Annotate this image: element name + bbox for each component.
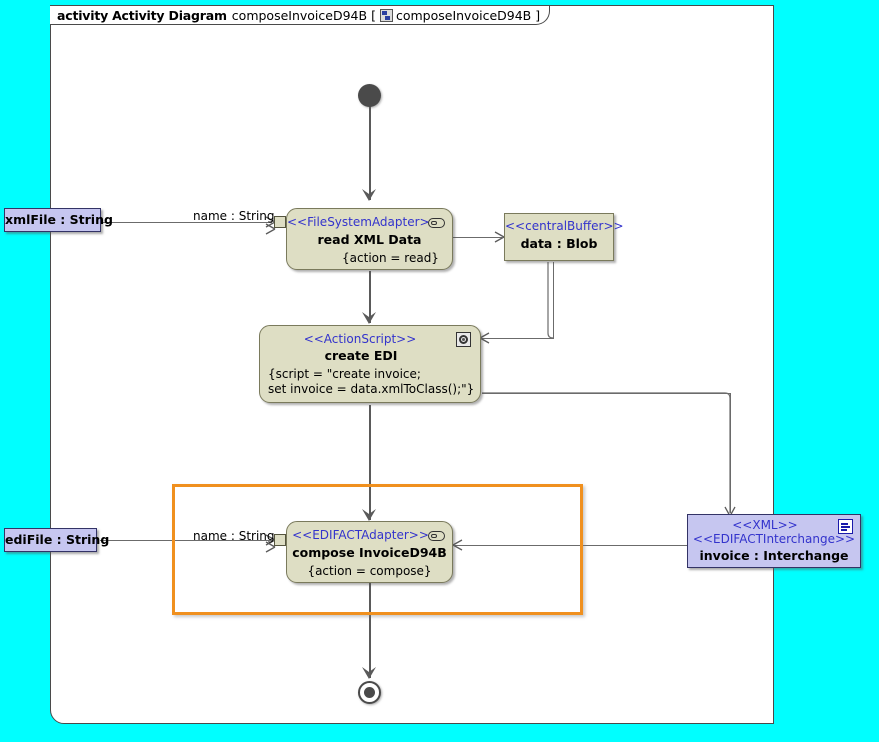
input-pin-read-xml[interactable] <box>274 216 286 228</box>
object-flow-interchange-to-compose <box>455 545 687 546</box>
object-flow-buffer-to-create <box>482 338 554 339</box>
edge-label-name-to-read: name : String <box>193 209 275 223</box>
frame-bracket-close: ] <box>535 7 541 23</box>
action-compose-stereotype: <<EDIFACTAdapter>> <box>292 528 429 542</box>
action-read-xml-stereotype: <<FileSystemAdapter>> <box>287 215 440 229</box>
input-pin-compose[interactable] <box>274 534 286 546</box>
diagram-frame-header: activity Activity Diagram composeInvoice… <box>50 5 551 25</box>
activity-parameter-edifile[interactable]: ediFile : String <box>4 528 110 552</box>
interchange-title: invoice : Interchange <box>699 548 849 563</box>
frame-inner-name: composeInvoiceD94B <box>395 7 532 23</box>
initial-node[interactable] <box>358 84 381 107</box>
activity-parameter-edifile-label: ediFile : String <box>5 532 110 547</box>
activity-diagram-icon <box>379 8 393 22</box>
pin-icon <box>428 218 445 228</box>
action-read-xml-data[interactable]: <<FileSystemAdapter>> read XML Data {act… <box>286 208 453 270</box>
central-buffer-stereotype: <<centralBuffer>> <box>505 219 624 233</box>
action-create-edi-stereotype: <<ActionScript>> <box>303 332 417 346</box>
selection-highlight[interactable] <box>172 484 583 615</box>
object-flow-read-to-buffer <box>452 237 502 238</box>
action-create-edi[interactable]: <<ActionScript>> create EDI {script = "c… <box>259 325 481 403</box>
frame-keyword: activity <box>57 7 109 23</box>
action-read-xml-title: read XML Data <box>317 232 422 247</box>
object-flow-create-right <box>482 393 731 394</box>
interchange-stereotype-edifact: <<EDIFACTInterchange>> <box>692 532 856 546</box>
action-compose-title: compose InvoiceD94B <box>292 545 447 560</box>
interchange-stereotype-xml: <<XML>> <box>732 518 798 532</box>
control-flow-create-to-compose <box>369 405 371 520</box>
action-create-edi-property-line1: {script = "create invoice; <box>268 367 421 381</box>
action-script-icon <box>456 332 471 347</box>
activity-parameter-xmlfile-label: xmlFile : String <box>5 212 113 227</box>
action-create-edi-property-line2: set invoice = data.xmlToClass();"} <box>268 382 475 396</box>
action-compose-invoice[interactable]: <<EDIFACTAdapter>> compose InvoiceD94B {… <box>286 521 453 583</box>
action-read-xml-property: {action = read} <box>342 251 439 265</box>
edge-label-name-to-compose: name : String <box>193 529 275 543</box>
central-buffer-node[interactable]: <<centralBuffer>> data : Blob <box>504 213 624 261</box>
action-create-edi-title: create EDI <box>324 348 398 363</box>
pin-icon <box>428 531 445 541</box>
control-flow-compose-to-final <box>369 583 371 678</box>
document-icon <box>838 519 853 534</box>
activity-parameter-xmlfile[interactable]: xmlFile : String <box>4 208 113 232</box>
object-flow-buffer-down <box>553 262 554 338</box>
object-flow-xmlfile-to-read <box>100 222 272 223</box>
object-flow-edifile-to-compose <box>100 540 272 541</box>
frame-bracket-open: [ <box>371 7 376 23</box>
central-buffer-title: data : Blob <box>520 236 598 251</box>
activity-final-node[interactable] <box>358 681 381 704</box>
action-compose-property: {action = compose} <box>307 564 432 578</box>
object-flow-create-down-to-interchange <box>730 393 731 513</box>
object-node-invoice-interchange[interactable]: <<XML>> <<EDIFACTInterchange>> invoice :… <box>687 514 861 568</box>
control-flow-read-to-create <box>369 271 371 323</box>
frame-diagram-name: composeInvoiceD94B <box>231 7 368 23</box>
frame-type-label: Activity Diagram <box>112 7 227 23</box>
control-flow-initial-to-read <box>369 104 371 200</box>
